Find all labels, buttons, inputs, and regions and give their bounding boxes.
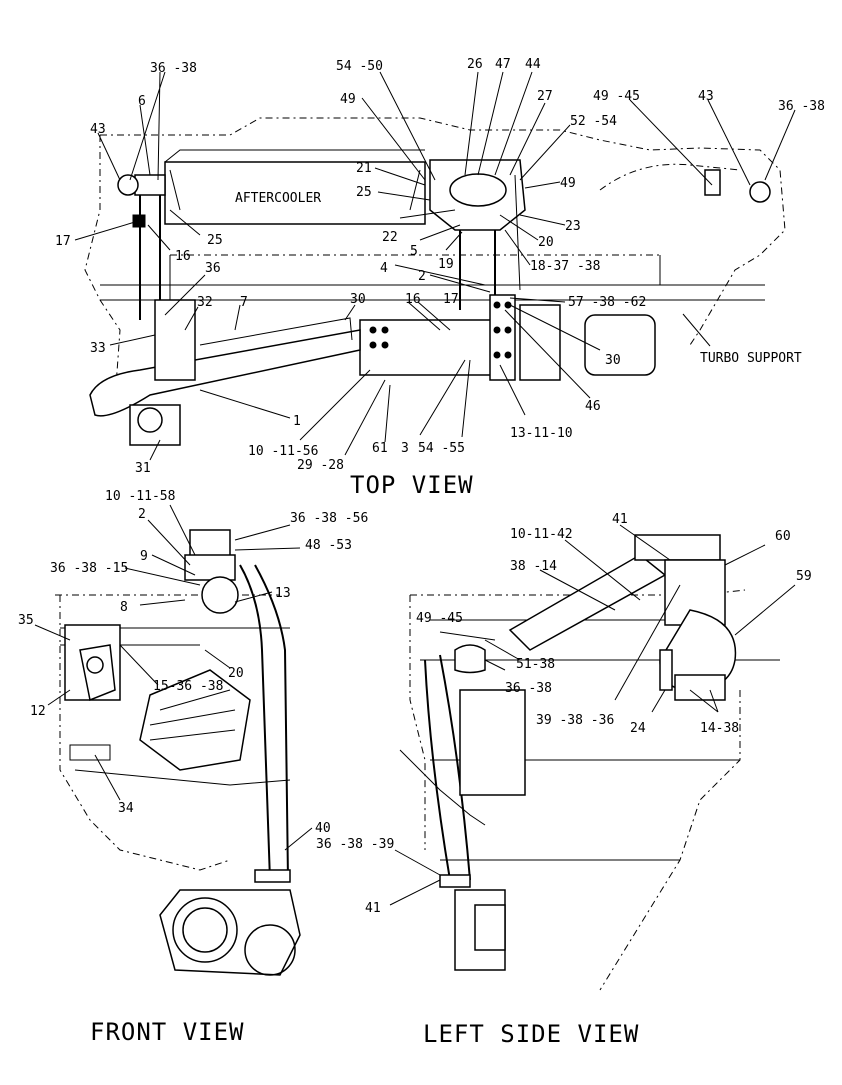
callout: 30 [350,292,366,307]
callout: 21 [356,161,372,176]
callout: 61 [372,441,388,456]
callout: 54 -50 [336,59,383,74]
callout: 1 [293,414,301,429]
callout: 36 -38 -56 [290,511,368,526]
callout: 20 [538,235,554,250]
callout: 12 [30,704,46,719]
callout: 17 [443,292,459,307]
callout: 34 [118,801,134,816]
callout: 43 [698,89,714,104]
callout: 39 -38 -36 [536,713,614,728]
callout: 13-11-10 [510,426,573,441]
callout: 36 -38 [778,99,825,114]
top-view-title: TOP VIEW [350,471,474,499]
callout: 15-36 -38 [153,679,223,694]
turbo-support-label: TURBO SUPPORT [700,351,802,366]
callout: 32 [197,295,213,310]
top-view: AFTERCOOLER TURBO SUPPORT [84,117,802,446]
callout: 36 [205,261,221,276]
callout: 9 [140,549,148,564]
callout: 57 -38 -62 [568,295,646,310]
left-side-labels: 10-11-42 41 60 38 -14 59 49 -45 51-38 36… [365,512,812,916]
callout: 5 [410,244,418,259]
callout: 17 [55,234,71,249]
front-view-labels: 10 -11-58 2 9 36 -38 -15 8 35 12 15-36 -… [18,489,394,852]
callout: 46 [585,399,601,414]
callout: 7 [240,295,248,310]
callout: 30 [605,353,621,368]
callout: 26 [467,57,483,72]
callout: 52 -54 [570,114,617,129]
callout: 40 [315,821,331,836]
callout: 27 [537,89,553,104]
callout: 10 -11-56 [248,444,318,459]
callout: 14-38 [700,721,739,736]
callout: 10 -11-58 [105,489,175,504]
callout: 13 [275,586,291,601]
aftercooler-label: AFTERCOOLER [235,191,321,206]
callout: 4 [380,261,388,276]
callout: 22 [382,230,398,245]
callout: 48 -53 [305,538,352,553]
callout: 20 [228,666,244,681]
top-leaders [74,71,796,461]
callout: 60 [775,529,791,544]
callout: 6 [138,94,146,109]
callout: 36 -38 -39 [316,837,394,852]
callout: 44 [525,57,541,72]
callout: 29 -28 [297,458,344,473]
callout: 43 [90,122,106,137]
callout: 38 -14 [510,559,557,574]
callout: 49 -45 [416,611,463,626]
callout: 36 -38 [505,681,552,696]
callout: 25 [356,185,372,200]
callout: 35 [18,613,34,628]
callout: 49 [560,176,576,191]
callout: 59 [796,569,812,584]
callout: 47 [495,57,511,72]
callout: 16 [175,249,191,264]
callout: 41 [365,901,381,916]
callout: 49 -45 [593,89,640,104]
front-view-title: FRONT VIEW [90,1018,245,1046]
callout: 31 [135,461,151,476]
callout: 41 [612,512,628,527]
callout: 23 [565,219,581,234]
callout: 33 [90,341,106,356]
front-leaders [34,504,313,851]
top-view-labels: 36 -38 6 43 17 16 25 36 32 33 7 30 16 17… [55,57,825,476]
callout: 16 [405,292,421,307]
callout: 25 [207,233,223,248]
callout: 36 -38 [150,61,197,76]
callout: 18-37 -38 [530,259,600,274]
front-view [55,529,301,976]
callout: 19 [438,257,454,272]
callout: 8 [120,600,128,615]
callout: 2 [418,269,426,284]
callout: 10-11-42 [510,527,573,542]
left-leaders [389,524,796,906]
callout: 2 [138,507,146,522]
callout: 51-38 [516,657,555,672]
callout: 36 -38 -15 [50,561,128,576]
callout: 3 [401,441,409,456]
left-side-view [399,534,780,991]
callout: 54 -55 [418,441,465,456]
callout: 24 [630,721,646,736]
left-side-view-title: LEFT SIDE VIEW [423,1020,639,1048]
callout: 49 [340,92,356,107]
